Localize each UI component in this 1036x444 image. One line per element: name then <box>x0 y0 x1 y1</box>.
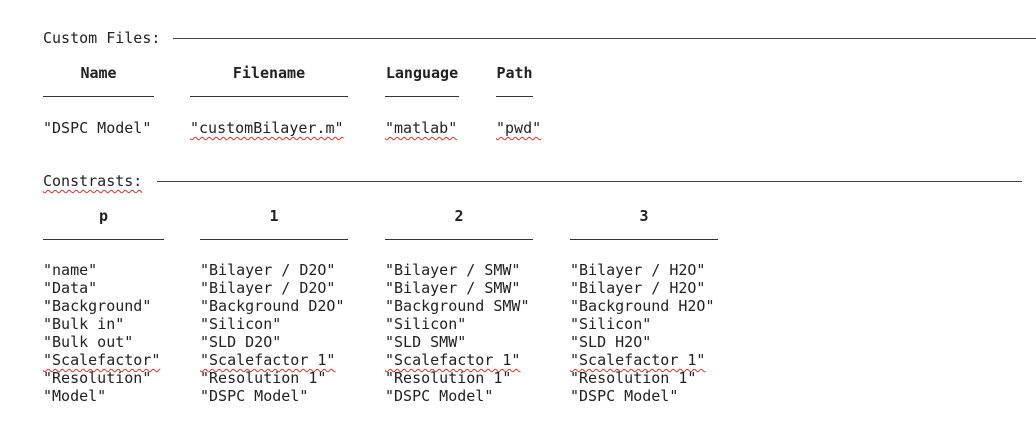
table-cell: "Background" <box>43 297 152 315</box>
table-cell: "Bilayer / D2O" <box>200 261 336 279</box>
table-cell: "Data" <box>43 279 98 297</box>
rule-contrast-3 <box>570 239 718 240</box>
cell-name: "DSPC Model" <box>43 119 152 137</box>
table-cell: "SLD SMW" <box>385 333 467 351</box>
cell-filename: "customBilayer.m" <box>190 119 344 137</box>
column-contrast-3: "Bilayer / H2O" "Bilayer / H2O" "Backgro… <box>570 261 715 405</box>
table-cell: "Bilayer / SMW" <box>385 261 521 279</box>
table-cell: "Bilayer / H2O" <box>570 261 706 279</box>
table-cell: "Resolution 1" <box>385 369 512 387</box>
rule-language <box>385 96 459 97</box>
table-cell: "Resolution" <box>43 369 152 387</box>
rule-contrast-2 <box>385 239 533 240</box>
table-cell: "Bilayer / SMW" <box>385 279 521 297</box>
table-cell: "Resolution 1" <box>200 369 327 387</box>
table-cell: "Model" <box>43 387 107 405</box>
table-cell: "name" <box>43 261 98 279</box>
header-name: Name <box>80 64 117 82</box>
table-cell: "SLD H2O" <box>570 333 652 351</box>
header-language: Language <box>385 64 459 82</box>
table-cell: "Bilayer / D2O" <box>200 279 336 297</box>
table-cell: "DSPC Model" <box>570 387 679 405</box>
cell-path: "pwd" <box>496 119 542 137</box>
cell-language: "matlab" <box>385 119 458 137</box>
table-cell: "Scalefactor 1" <box>200 351 336 369</box>
rule-name <box>43 96 154 97</box>
table-cell: "DSPC Model" <box>385 387 494 405</box>
table-cell: "Bulk out" <box>43 333 134 351</box>
table-cell: "Silicon" <box>200 315 282 333</box>
contrasts-title: Constrasts: <box>43 172 143 190</box>
rule-p <box>43 239 164 240</box>
table-cell: "Background D2O" <box>200 297 345 315</box>
column-p: "name" "Data" "Background" "Bulk in" "Bu… <box>43 261 160 405</box>
header-filename: Filename <box>232 64 306 82</box>
header-p: p <box>98 207 109 225</box>
table-cell: "Scalefactor 1" <box>385 351 521 369</box>
header-contrast-1: 1 <box>269 207 279 225</box>
table-cell: "Scalefactor" <box>43 351 161 369</box>
table-cell: "Resolution 1" <box>570 369 697 387</box>
custom-files-title: Custom Files: <box>43 29 161 47</box>
table-cell: "Silicon" <box>570 315 652 333</box>
rule-contrast-1 <box>200 239 348 240</box>
table-cell: "Background SMW" <box>385 297 530 315</box>
table-cell: "Scalefactor 1" <box>570 351 706 369</box>
contrasts-divider <box>157 181 1022 182</box>
rule-filename <box>190 96 348 97</box>
table-cell: "SLD D2O" <box>200 333 282 351</box>
table-cell: "Bulk in" <box>43 315 125 333</box>
table-cell: "Background H2O" <box>570 297 715 315</box>
custom-files-divider <box>173 38 1036 39</box>
rule-path <box>496 96 533 97</box>
header-contrast-2: 2 <box>454 207 464 225</box>
header-contrast-3: 3 <box>639 207 649 225</box>
column-contrast-2: "Bilayer / SMW" "Bilayer / SMW" "Backgro… <box>385 261 530 405</box>
column-contrast-1: "Bilayer / D2O" "Bilayer / D2O" "Backgro… <box>200 261 345 405</box>
header-path: Path <box>496 64 533 82</box>
table-cell: "Silicon" <box>385 315 467 333</box>
table-cell: "Bilayer / H2O" <box>570 279 706 297</box>
table-cell: "DSPC Model" <box>200 387 309 405</box>
